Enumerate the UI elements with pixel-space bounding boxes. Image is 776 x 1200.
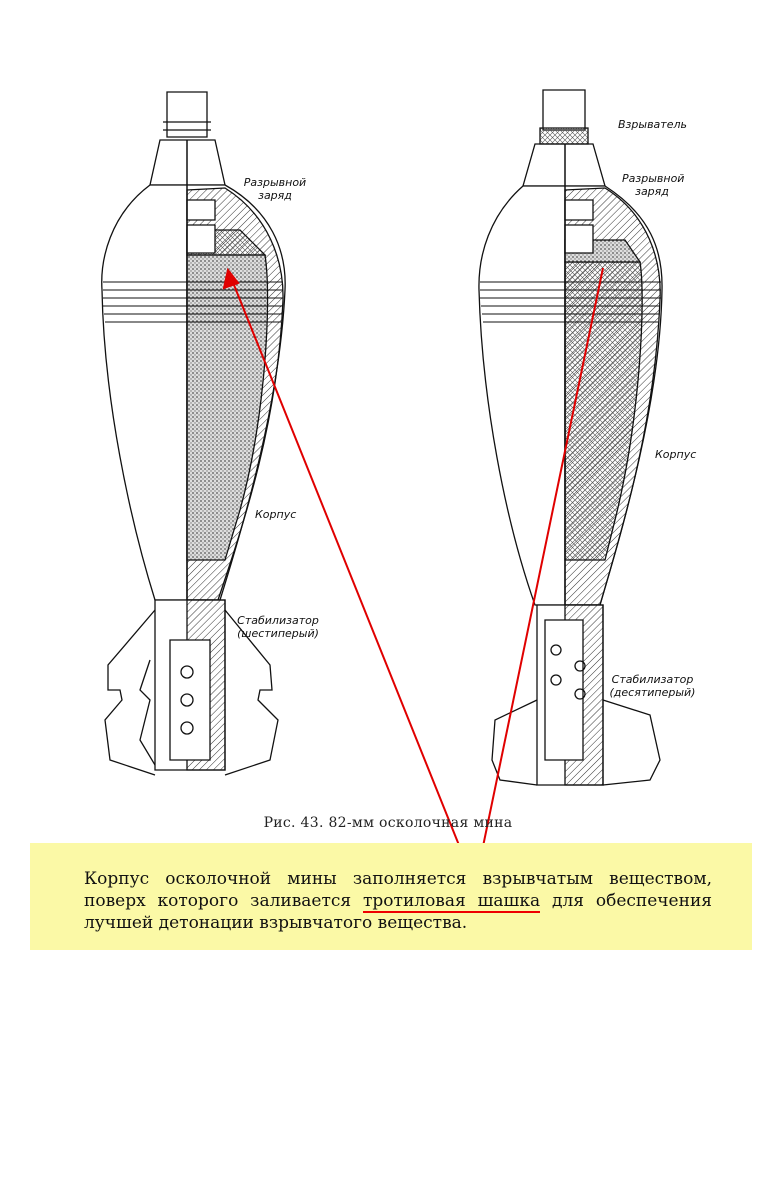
figure-caption: Рис. 43. 82-мм осколочная мина: [263, 815, 513, 831]
annotation-arrows: [222, 267, 604, 886]
left-stabilizer-label: Стабилизатор (шестиперый): [237, 614, 319, 640]
left-charge-label: Разрывной заряд: [243, 176, 307, 202]
right-stabilizer-label: Стабилизатор (десятиперый): [609, 673, 696, 699]
underlined-term: тротиловая шашка: [363, 891, 541, 913]
left-body-label: Корпус: [255, 508, 297, 521]
paragraph-text-2: для обес­печения лучшей детонации взрывч…: [84, 891, 712, 933]
right-fuze-label: Взрыватель: [618, 118, 687, 131]
body-paragraph: Корпус осколочной мины заполняется взрыв…: [84, 868, 712, 934]
highlight-box: [30, 843, 752, 950]
right-charge-label: Разрывной заряд: [622, 172, 685, 198]
right-mine-drawing: [478, 89, 663, 786]
right-body-label: Корпус: [655, 448, 697, 461]
left-mine-drawing: [101, 91, 286, 776]
paragraph-text-1: Корпус осколочной мины заполняется взрыв…: [84, 869, 712, 911]
